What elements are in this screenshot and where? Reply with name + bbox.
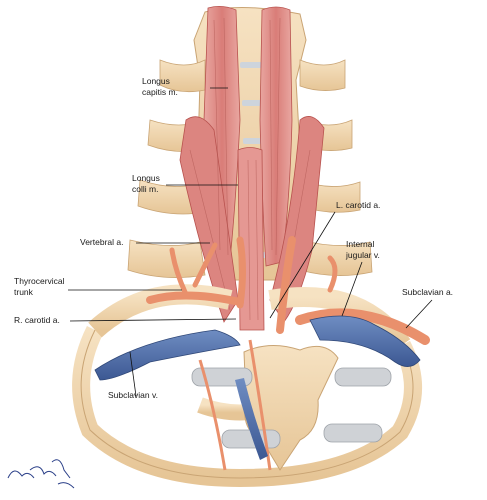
label-line: capitis m. bbox=[142, 87, 178, 97]
artist-signature bbox=[7, 459, 75, 489]
label-line: Internal bbox=[346, 239, 375, 249]
label-line: trunk bbox=[14, 287, 33, 297]
label-r-carotid-artery: R. carotid a. bbox=[14, 315, 60, 326]
label-subclavian-artery: Subclavian a. bbox=[402, 287, 453, 298]
label-line: Thyrocervical bbox=[14, 276, 65, 286]
label-line: Vertebral a. bbox=[80, 237, 124, 247]
label-line: colli m. bbox=[132, 184, 159, 194]
label-line: Subclavian a. bbox=[402, 287, 454, 297]
label-line: Subclavian v. bbox=[108, 390, 158, 400]
label-line: R. carotid a. bbox=[14, 315, 60, 325]
label-line: jugular v. bbox=[346, 250, 380, 260]
label-longus-capitis: Longus capitis m. bbox=[142, 76, 178, 98]
label-internal-jugular-vein: Internal jugular v. bbox=[346, 239, 380, 261]
label-subclavian-vein: Subclavian v. bbox=[108, 390, 158, 401]
label-line: L. carotid a. bbox=[336, 200, 381, 210]
label-longus-colli: Longus colli m. bbox=[132, 173, 160, 195]
arteries bbox=[146, 236, 430, 471]
label-l-carotid-artery: L. carotid a. bbox=[336, 200, 380, 211]
label-line: Longus bbox=[132, 173, 160, 183]
label-thyrocervical-trunk: Thyrocervical trunk bbox=[14, 276, 65, 298]
label-vertebral-artery: Vertebral a. bbox=[80, 237, 123, 248]
leader-lines bbox=[68, 87, 433, 397]
label-line: Longus bbox=[142, 76, 170, 86]
